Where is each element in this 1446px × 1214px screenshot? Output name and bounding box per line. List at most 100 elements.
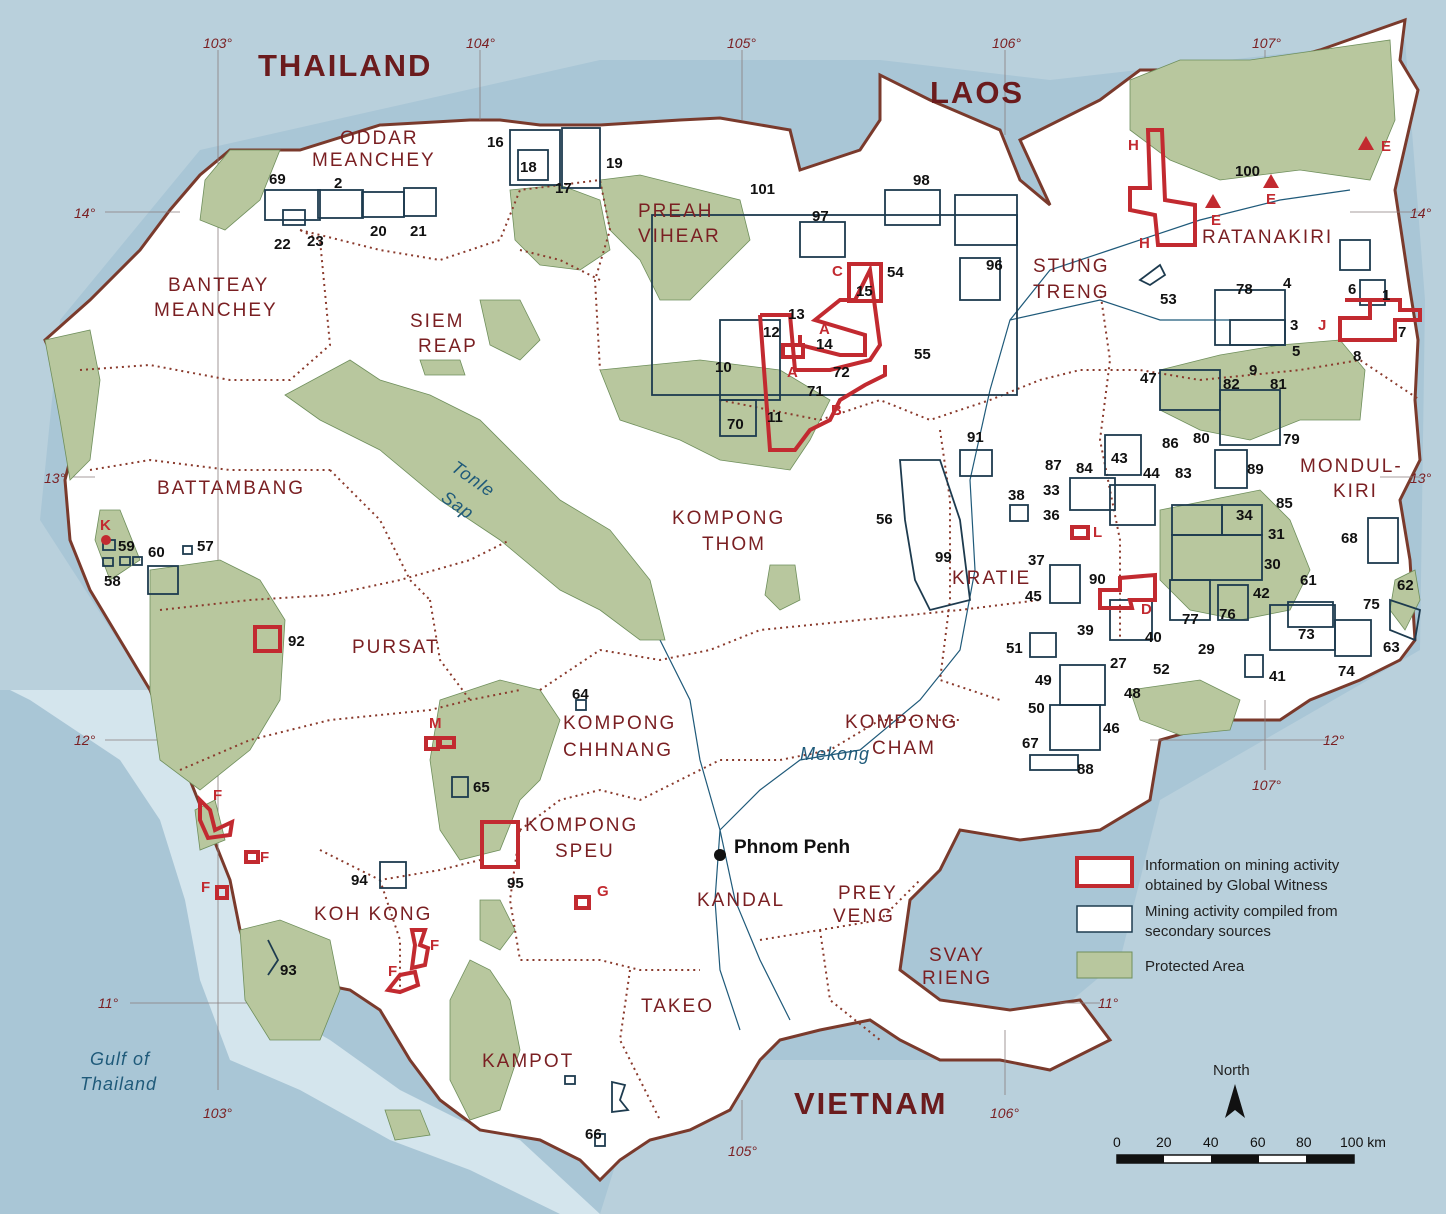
- svg-text:23: 23: [307, 233, 324, 250]
- svg-text:47: 47: [1140, 370, 1157, 387]
- prov-preah-1: PREAH: [638, 201, 713, 222]
- legend-swatch-protected: [1076, 951, 1133, 979]
- label-mekong: Mekong: [800, 744, 870, 764]
- svg-text:K: K: [100, 517, 111, 534]
- deg-bottom-105: 105°: [728, 1143, 757, 1159]
- svg-text:13: 13: [788, 306, 805, 323]
- prov-oddar-2: MEANCHEY: [312, 150, 436, 171]
- legend-gw-line2: obtained by Global Witness: [1145, 877, 1328, 894]
- svg-text:101: 101: [750, 181, 775, 198]
- svg-text:58: 58: [104, 573, 121, 590]
- svg-text:64: 64: [572, 686, 589, 703]
- svg-text:40: 40: [1145, 629, 1162, 646]
- svg-text:45: 45: [1025, 588, 1042, 605]
- north-label: North: [1213, 1062, 1250, 1079]
- prov-oddar-1: ODDAR: [340, 128, 419, 149]
- prov-mondul-2: KIRI: [1333, 481, 1378, 502]
- svg-text:27: 27: [1110, 655, 1127, 672]
- prov-siem-2: REAP: [418, 336, 478, 357]
- prov-svay-1: SVAY: [929, 945, 985, 966]
- legend-pa: Protected Area: [1145, 958, 1245, 975]
- prov-svay-2: RIENG: [922, 968, 992, 989]
- deg-left-14: 14°: [74, 205, 96, 221]
- label-gulf-2: Thailand: [80, 1074, 157, 1094]
- svg-text:M: M: [429, 715, 442, 732]
- svg-text:85: 85: [1276, 495, 1293, 512]
- deg-top-104: 104°: [466, 35, 495, 51]
- svg-text:E: E: [1266, 191, 1276, 208]
- svg-text:52: 52: [1153, 661, 1170, 678]
- svg-text:D: D: [1141, 601, 1152, 618]
- prov-kspeu-1: KOMPONG: [525, 815, 638, 836]
- svg-text:82: 82: [1223, 376, 1240, 393]
- svg-text:19: 19: [606, 155, 623, 172]
- svg-text:70: 70: [727, 416, 744, 433]
- global-witness-markers: [101, 136, 1374, 545]
- svg-text:78: 78: [1236, 281, 1253, 298]
- svg-text:77: 77: [1182, 611, 1199, 628]
- svg-text:A: A: [787, 364, 798, 381]
- svg-text:89: 89: [1247, 461, 1264, 478]
- svg-text:38: 38: [1008, 487, 1025, 504]
- prov-banteay-2: MEANCHEY: [154, 300, 278, 321]
- deg-right-11: 11°: [1098, 995, 1119, 1011]
- svg-text:72: 72: [833, 364, 850, 381]
- svg-text:39: 39: [1077, 622, 1094, 639]
- svg-text:A: A: [819, 321, 830, 338]
- svg-text:100: 100: [1235, 163, 1260, 180]
- svg-text:F: F: [201, 879, 210, 896]
- scale-100: 100 km: [1340, 1134, 1386, 1150]
- svg-text:68: 68: [1341, 530, 1358, 547]
- svg-text:3: 3: [1290, 317, 1298, 334]
- prov-kthom-2: THOM: [702, 534, 766, 555]
- svg-text:6: 6: [1348, 281, 1356, 298]
- triangle-e3-icon: [1263, 174, 1279, 188]
- svg-text:F: F: [260, 849, 269, 866]
- svg-text:5: 5: [1292, 343, 1300, 360]
- deg-bottom-107: 107°: [1252, 777, 1281, 793]
- svg-text:69: 69: [269, 171, 286, 188]
- province-boundaries: [79, 178, 1421, 1121]
- svg-text:10: 10: [715, 359, 732, 376]
- prov-kratie: KRATIE: [952, 568, 1031, 589]
- prov-prey-2: VENG: [833, 906, 895, 927]
- label-gulf-1: Gulf of: [90, 1049, 151, 1069]
- svg-text:4: 4: [1283, 275, 1292, 292]
- svg-text:G: G: [597, 883, 609, 900]
- triangle-e1-icon: [1358, 136, 1374, 150]
- svg-text:75: 75: [1363, 596, 1380, 613]
- deg-top-103: 103°: [203, 35, 232, 51]
- label-thailand: THAILAND: [258, 48, 432, 83]
- svg-text:84: 84: [1076, 460, 1093, 477]
- svg-text:20: 20: [370, 223, 387, 240]
- prov-prey-1: PREY: [838, 883, 898, 904]
- svg-text:55: 55: [914, 346, 931, 363]
- svg-text:H: H: [1139, 235, 1150, 252]
- svg-text:83: 83: [1175, 465, 1192, 482]
- svg-text:99: 99: [935, 549, 952, 566]
- prov-kspeu-2: SPEU: [555, 841, 615, 862]
- prov-kcham-2: CHAM: [872, 738, 936, 759]
- north-arrow: North: [1213, 1062, 1250, 1118]
- svg-text:C: C: [832, 263, 843, 280]
- prov-kohkong: KOH KONG: [314, 904, 432, 925]
- svg-text:66: 66: [585, 1126, 602, 1143]
- prov-mondul-1: MONDUL-: [1300, 456, 1403, 477]
- prov-battambang: BATTAMBANG: [157, 478, 305, 499]
- svg-text:1: 1: [1382, 287, 1390, 304]
- svg-text:29: 29: [1198, 641, 1215, 658]
- svg-text:11: 11: [767, 409, 783, 426]
- svg-text:90: 90: [1089, 571, 1106, 588]
- svg-text:31: 31: [1268, 526, 1285, 543]
- svg-text:98: 98: [913, 172, 930, 189]
- svg-text:8: 8: [1353, 348, 1361, 365]
- legend: Information on mining activity obtained …: [1075, 856, 1340, 979]
- svg-text:88: 88: [1077, 761, 1094, 778]
- svg-text:44: 44: [1143, 465, 1160, 482]
- secondary-concessions: [102, 127, 1422, 1147]
- svg-text:14: 14: [816, 336, 833, 353]
- deg-top-107: 107°: [1252, 35, 1281, 51]
- svg-text:53: 53: [1160, 291, 1177, 308]
